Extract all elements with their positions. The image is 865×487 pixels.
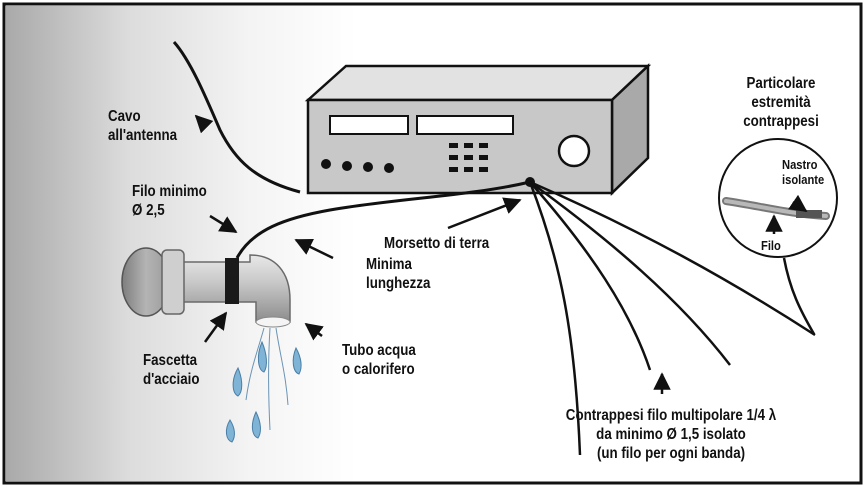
radio-transceiver	[304, 63, 652, 196]
antenna-cable	[172, 41, 301, 194]
water-pipe	[121, 247, 291, 328]
detail-title-line3: contrappesi	[743, 113, 819, 130]
wire-label-line2: Ø 2,5	[132, 202, 165, 219]
water-stream	[245, 327, 289, 431]
arrow-cable	[194, 114, 214, 134]
detail-inset	[718, 138, 838, 335]
detail-title-line1: Particolare	[746, 75, 816, 92]
tape-label-line2: isolante	[782, 172, 825, 187]
min-length-label: Minima lunghezza	[366, 255, 430, 293]
pointer-arrows	[194, 114, 808, 394]
clamp-label-line2: d'acciaio	[143, 371, 200, 388]
clamp-label: Fascetta d'acciaio	[143, 351, 200, 389]
arrow-ground	[447, 197, 522, 230]
tape-label: Nastro isolante	[782, 157, 824, 187]
counterpoise-label-line2: da minimo Ø 1,5 isolato	[596, 426, 746, 443]
counterpoise-label-line1: Contrappesi filo multipolare 1/4 λ	[565, 407, 777, 424]
counterpoise-wires	[528, 180, 816, 456]
ground-terminal-label: Morsetto di terra	[384, 235, 490, 252]
arrow-minlen	[294, 238, 334, 260]
detail-title: Particolare estremità contrappesi	[718, 74, 844, 131]
pipe-label: Tubo acqua o calorifero	[342, 341, 416, 379]
cable-label: Cavo all'antenna	[108, 107, 177, 145]
cable-label-line1: Cavo	[108, 108, 141, 125]
counterpoise-label-line3: (un filo per ogni banda)	[596, 445, 746, 462]
wire-label: Filo minimo Ø 2,5	[132, 182, 207, 220]
ground-wire	[235, 180, 531, 259]
cable-label-line2: all'antenna	[108, 127, 178, 144]
wire-label-line1: Filo minimo	[132, 183, 207, 200]
arrow-wire	[209, 214, 238, 234]
tape-label-line1: Nastro	[782, 157, 818, 172]
pipe-label-line1: Tubo acqua	[342, 342, 416, 359]
clamp-label-line1: Fascetta	[143, 352, 198, 369]
arrow-clamp	[203, 311, 228, 343]
pipe-label-line2: o calorifero	[342, 361, 415, 378]
water-drops	[225, 340, 302, 443]
arrow-tape	[788, 194, 808, 213]
detail-title-line2: estremità	[751, 94, 811, 111]
min-length-line2: lunghezza	[366, 275, 431, 292]
arrow-pipe	[304, 322, 324, 341]
insulating-tape	[796, 210, 822, 218]
wire-detail-label: Filo	[761, 238, 781, 253]
steel-clamp	[225, 258, 239, 304]
min-length-line1: Minima	[366, 256, 412, 273]
counterpoise-label: Contrappesi filo multipolare 1/4 λ da mi…	[521, 406, 822, 463]
